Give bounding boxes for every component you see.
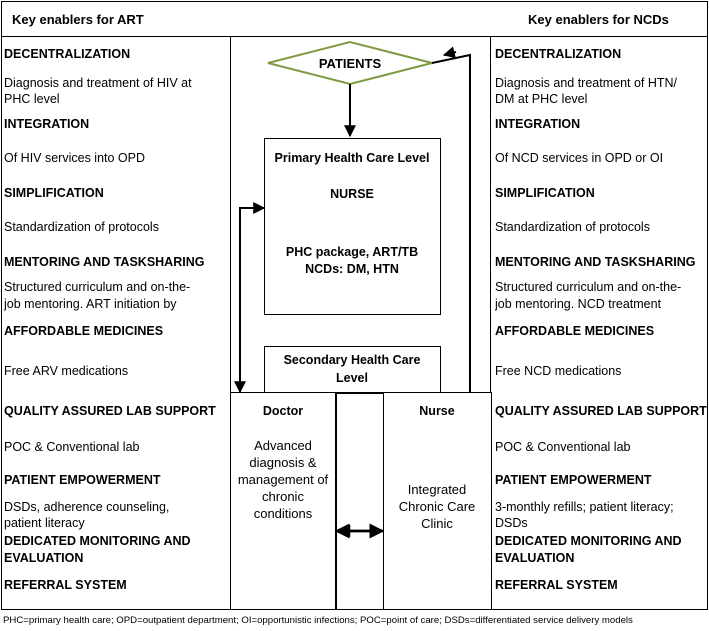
left-column-header: Key enablers for ART <box>12 12 144 27</box>
right-integration-line-1: Of NCD services in OPD or OI <box>495 151 664 165</box>
secondary-title-line-2: Level <box>336 371 368 385</box>
nurse-line-1: Integrated <box>407 482 467 497</box>
right-empowerment-line-1: 3-monthly refills; patient literacy; <box>495 500 674 514</box>
right-simplification-line-1: Standardization of protocols <box>495 220 650 234</box>
to-patients-arrowhead <box>442 46 457 59</box>
right-evaluation-heading: EVALUATION <box>495 551 575 565</box>
left-mentoring-heading: MENTORING AND TASKSHARING <box>4 255 205 269</box>
phc-title: Primary Health Care Level <box>274 151 430 165</box>
left-decentralization-line-1: Diagnosis and treatment of HIV at <box>4 76 192 90</box>
right-mentoring-heading: MENTORING AND TASKSHARING <box>495 255 696 269</box>
left-evaluation-heading: EVALUATION <box>4 551 84 565</box>
right-integration-heading: INTEGRATION <box>495 117 581 131</box>
doctor-line-3: management of <box>237 472 329 487</box>
doctor-line-4: chronic <box>262 489 304 504</box>
left-simplification-line-1: Standardization of protocols <box>4 220 159 234</box>
phc-role: NURSE <box>330 187 374 201</box>
left-empowerment-line-1: DSDs, adherence counseling, <box>4 500 170 514</box>
secondary-title-line-1: Secondary Health Care <box>283 353 421 367</box>
doctor-box: Doctor Advanced diagnosis & management o… <box>230 392 337 610</box>
right-decentralization-line-2: DM at PHC level <box>495 92 588 106</box>
left-mentoring-text-clip: Structured curriculum and on-the- job me… <box>4 280 229 312</box>
left-mentoring-line-1: Structured curriculum and on-the- <box>4 280 191 294</box>
left-lab-line-1: POC & Conventional lab <box>4 440 140 454</box>
patients-nurse-connector <box>431 53 471 402</box>
left-decentralization-heading: DECENTRALIZATION <box>4 47 131 61</box>
left-mentoring-line-2: job mentoring. ART initiation by <box>4 297 177 311</box>
doctor-line-2: diagnosis & <box>249 455 317 470</box>
header-divider <box>1 36 708 37</box>
right-mentoring-text-clip: Structured curriculum and on-the- job me… <box>495 280 707 312</box>
nurse-title: Nurse <box>419 404 455 418</box>
right-mentoring-line-2: job mentoring. NCD treatment <box>495 297 662 311</box>
phc-package-line-2: NCDs: DM, HTN <box>305 262 399 276</box>
right-mentoring-line-1: Structured curriculum and on-the- <box>495 280 682 294</box>
left-referral-heading: REFERRAL SYSTEM <box>4 578 127 592</box>
right-lab-heading: QUALITY ASSURED LAB SUPPORT <box>495 404 707 418</box>
left-empowerment-line-2: patient literacy <box>4 516 85 530</box>
right-lab-line-1: POC & Conventional lab <box>495 440 631 454</box>
left-monitoring-heading: DEDICATED MONITORING AND <box>4 534 191 548</box>
left-affordable-line-1: Free ARV medications <box>4 364 129 378</box>
right-empowerment-heading: PATIENT EMPOWERMENT <box>495 473 652 487</box>
right-referral-heading: REFERRAL SYSTEM <box>495 578 618 592</box>
left-simplification-heading: SIMPLIFICATION <box>4 186 104 200</box>
left-affordable-heading: AFFORDABLE MEDICINES <box>4 324 164 338</box>
left-decentralization-line-2: PHC level <box>4 92 60 106</box>
left-column-divider <box>230 36 231 609</box>
left-integration-line-1: Of HIV services into OPD <box>4 151 146 165</box>
secondary-care-box: Secondary Health Care Level <box>264 346 441 394</box>
patients-label: PATIENTS <box>318 56 382 71</box>
right-decentralization-line-1: Diagnosis and treatment of HTN/ <box>495 76 678 90</box>
doctor-line-1: Advanced <box>254 438 312 453</box>
abbreviations-footnote: PHC=primary health care; OPD=outpatient … <box>3 615 633 626</box>
doctor-title: Doctor <box>262 404 304 418</box>
right-simplification-heading: SIMPLIFICATION <box>495 186 595 200</box>
right-decentralization-heading: DECENTRALIZATION <box>495 47 622 61</box>
right-affordable-heading: AFFORDABLE MEDICINES <box>495 324 655 338</box>
left-integration-heading: INTEGRATION <box>4 117 90 131</box>
right-affordable-line-1: Free NCD medications <box>495 364 622 378</box>
right-empowerment-line-2: DSDs <box>495 516 528 530</box>
left-empowerment-heading: PATIENT EMPOWERMENT <box>4 473 161 487</box>
right-monitoring-heading: DEDICATED MONITORING AND <box>495 534 682 548</box>
doctor-line-5: conditions <box>253 506 313 521</box>
right-column-divider <box>490 36 491 609</box>
phc-package-line-1: PHC package, ART/TB <box>285 245 419 259</box>
phc-box: Primary Health Care Level NURSE PHC pack… <box>264 138 441 315</box>
nurse-line-2: Chronic Care <box>398 499 476 514</box>
nurse-box: Nurse Integrated Chronic Care Clinic <box>383 392 492 610</box>
right-column-header: Key enablers for NCDs <box>528 12 669 27</box>
left-lab-heading: QUALITY ASSURED LAB SUPPORT <box>4 404 216 418</box>
nurse-line-3: Clinic <box>421 516 453 531</box>
